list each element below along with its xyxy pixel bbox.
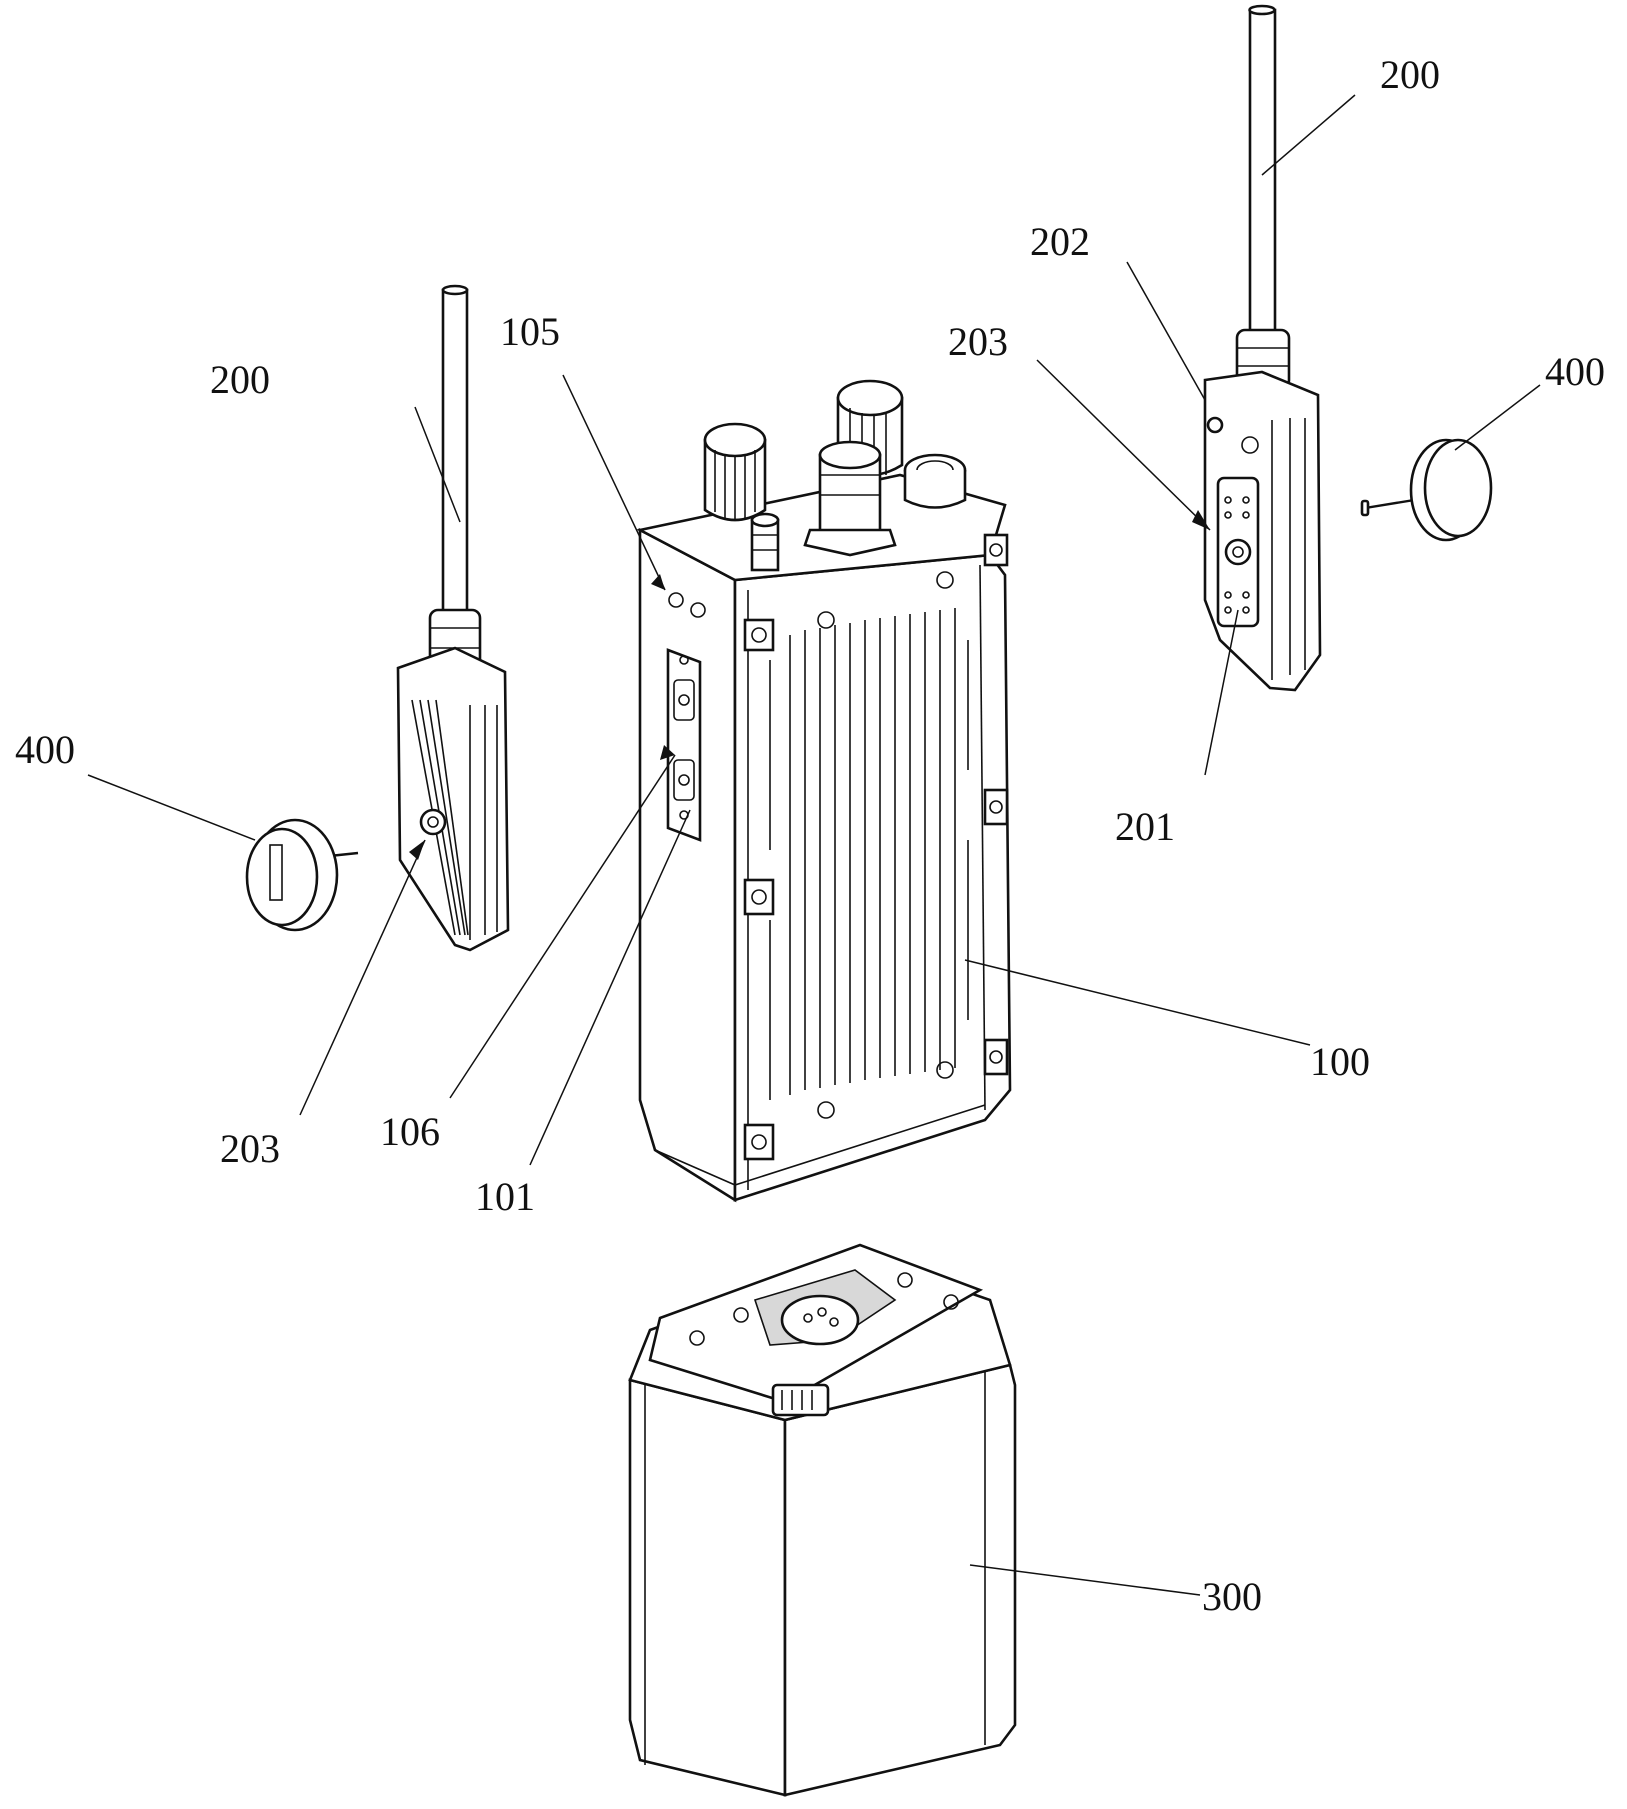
label-side-port: 106 bbox=[380, 1109, 440, 1154]
label-connector-left: 203 bbox=[220, 1126, 280, 1171]
label-antenna-module-left: 200 bbox=[210, 357, 270, 402]
label-battery-pack: 300 bbox=[1202, 1574, 1262, 1619]
screw-bosses bbox=[743, 533, 1009, 1161]
top-knob-left bbox=[703, 422, 767, 522]
antenna-module-right bbox=[1203, 4, 1322, 692]
label-knob-cap-right: 400 bbox=[1545, 349, 1605, 394]
label-top-pin-right: 202 bbox=[1030, 219, 1090, 264]
antenna-connector-center bbox=[803, 440, 897, 557]
main-radio-body bbox=[636, 379, 1012, 1203]
label-main-body: 100 bbox=[1310, 1039, 1370, 1084]
knob-cap-left bbox=[245, 818, 359, 932]
side-panel bbox=[666, 592, 706, 842]
label-antenna-module-right: 200 bbox=[1380, 52, 1440, 97]
label-side-hole: 105 bbox=[500, 309, 560, 354]
small-connector bbox=[750, 512, 780, 572]
heat-sink-fins bbox=[769, 608, 969, 1100]
part-labels: 200 202 203 400 201 200 105 400 203 106 … bbox=[15, 52, 1605, 1619]
label-side-panel: 101 bbox=[475, 1174, 535, 1219]
battery-pack bbox=[628, 1243, 1017, 1797]
label-connector-right: 203 bbox=[948, 319, 1008, 364]
round-connector bbox=[903, 453, 967, 509]
leader-lines bbox=[87, 94, 1541, 1596]
knob-cap-right bbox=[1360, 438, 1493, 542]
label-knob-cap-left: 400 bbox=[15, 727, 75, 772]
label-contact-right: 201 bbox=[1115, 804, 1175, 849]
